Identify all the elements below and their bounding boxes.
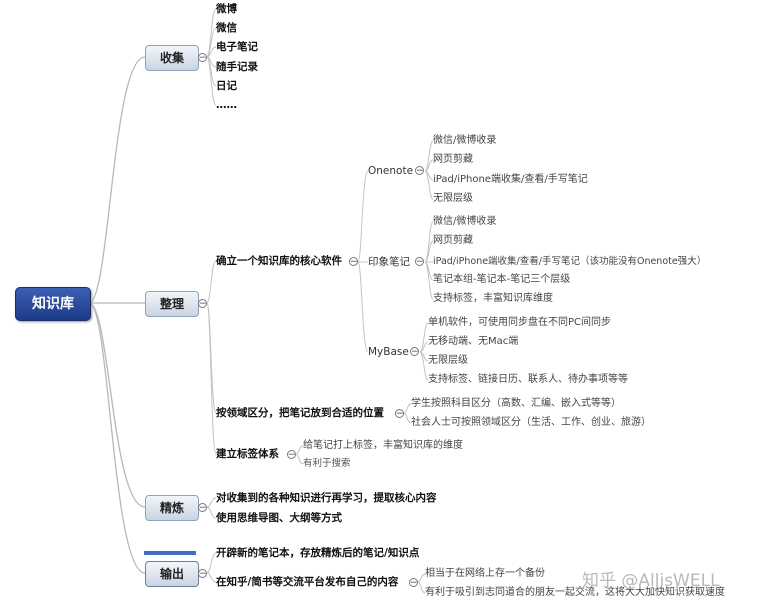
collapse-toggle-publish[interactable]: −: [409, 578, 418, 588]
collect-item: 随手记录: [216, 61, 258, 73]
onenote-item: 微信/微博收录: [433, 135, 497, 146]
collapse-toggle-domain[interactable]: −: [395, 409, 404, 419]
tags-item: 给笔记打上标签，丰富知识库的维度: [303, 440, 463, 451]
collapse-toggle-output[interactable]: −: [198, 569, 207, 579]
root-node[interactable]: 知识库: [15, 287, 91, 321]
collect-item: 日记: [216, 80, 237, 92]
mybase-item: 支持标签、链接日历、联系人、待办事项等等: [428, 374, 628, 385]
collapse-toggle-collect[interactable]: −: [198, 53, 207, 63]
core-software-node[interactable]: 确立一个知识库的核心软件: [216, 255, 342, 267]
mybase-node[interactable]: MyBase: [368, 346, 409, 358]
evernote-node[interactable]: 印象笔记: [368, 256, 410, 268]
publish-item: 相当于在网络上存一个备份: [425, 568, 545, 579]
mybase-item: 无移动端、无Mac端: [428, 336, 519, 347]
collapse-toggle-tags[interactable]: −: [287, 450, 296, 460]
evernote-item: 网页剪藏: [433, 235, 473, 246]
evernote-item: 笔记本组-笔记本-笔记三个层级: [433, 274, 571, 285]
onenote-node[interactable]: Onenote: [368, 165, 414, 177]
collect-item: 微博: [216, 3, 237, 15]
watermark: 知乎 @AllisWELL: [582, 571, 720, 591]
output-node[interactable]: 输出: [145, 561, 199, 587]
collapse-toggle-organize[interactable]: −: [198, 299, 207, 309]
domain-item: 学生按照科目区分（高数、汇编、嵌入式等等）: [411, 398, 621, 409]
mybase-item: 单机软件，可使用同步盘在不同PC间同步: [428, 317, 612, 328]
organize-node[interactable]: 整理: [145, 291, 199, 317]
collect-item: 微信: [216, 22, 237, 34]
mybase-item: 无限层级: [428, 355, 468, 366]
publish-node[interactable]: 在知乎/简书等交流平台发布自己的内容: [216, 576, 399, 588]
connector-root-refine: [88, 302, 146, 508]
connector-root-output: [88, 302, 146, 574]
collapse-toggle-core[interactable]: −: [349, 257, 358, 267]
collapse-toggle-onenote[interactable]: −: [415, 166, 424, 176]
collapse-toggle-refine[interactable]: −: [198, 503, 207, 513]
domain-node[interactable]: 按领域区分，把笔记放到合适的位置: [216, 407, 384, 419]
output-selection-bar: [144, 551, 196, 555]
refine-node[interactable]: 精炼: [145, 495, 199, 521]
onenote-item: 无限层级: [433, 193, 473, 204]
refine-item: 对收集到的各种知识进行再学习，提取核心内容: [216, 492, 437, 504]
evernote-item: 支持标签，丰富知识库维度: [433, 293, 553, 304]
collect-item: ……: [216, 99, 237, 111]
evernote-item: iPad/iPhone端收集/查看/手写笔记（该功能没有Onenote强大）: [433, 256, 707, 267]
refine-item: 使用思维导图、大纲等方式: [216, 512, 342, 524]
collect-node[interactable]: 收集: [145, 45, 199, 71]
output-item: 开辟新的笔记本，存放精炼后的笔记/知识点: [216, 547, 420, 559]
tags-node[interactable]: 建立标签体系: [216, 448, 279, 460]
collect-item: 电子笔记: [216, 41, 258, 53]
onenote-item: iPad/iPhone端收集/查看/手写笔记: [433, 174, 588, 185]
connector-root-collect: [88, 56, 146, 304]
collapse-toggle-evernote[interactable]: −: [415, 257, 424, 267]
onenote-item: 网页剪藏: [433, 154, 473, 165]
evernote-item: 微信/微博收录: [433, 216, 497, 227]
collapse-toggle-mybase[interactable]: −: [410, 347, 419, 357]
publish-item: 有利于吸引到志同道合的朋友一起交流，这将大大加快知识获取速度: [425, 587, 725, 598]
domain-item: 社会人士可按照领域区分（生活、工作、创业、旅游）: [411, 417, 651, 428]
tags-item: 有利于搜索: [303, 458, 351, 469]
